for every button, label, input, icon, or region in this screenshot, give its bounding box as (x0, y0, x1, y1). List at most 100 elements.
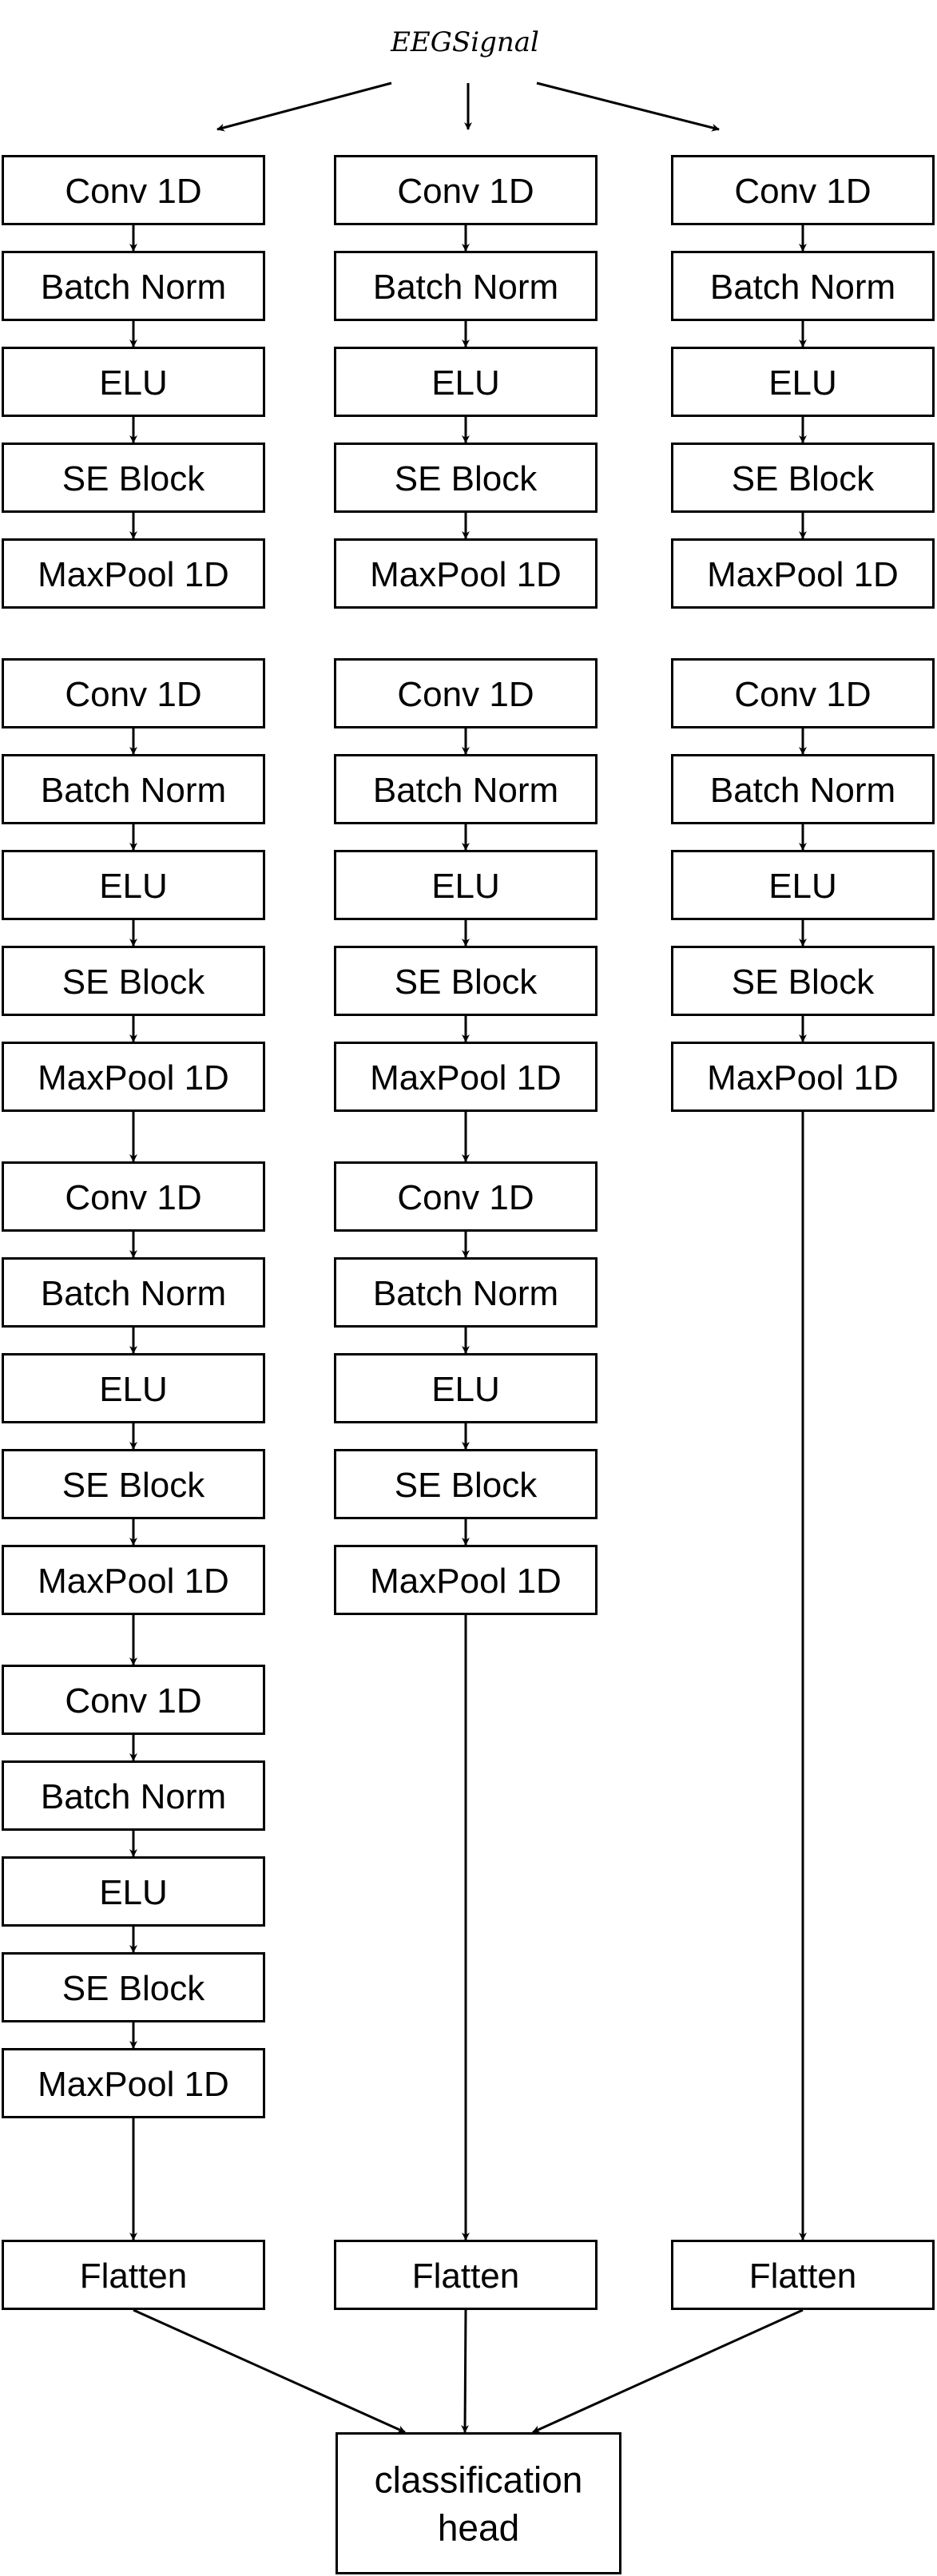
branch-2-block-3-se-block-label: SE Block (395, 1466, 538, 1505)
branch-3-block-2-se-block-rect (671, 946, 935, 1016)
branch-1-block-4-batch-norm-rect (2, 1760, 265, 1831)
branch-1-block-2-elu: ELU (2, 850, 265, 920)
branch-3-block-2-conv1d: Conv 1D (671, 658, 935, 728)
input-arrow-right (536, 81, 720, 132)
classification-head-label: classification (375, 2459, 583, 2501)
branch-1-block-4-elu-rect (2, 1856, 265, 1927)
branch-2-block-1-se-block: SE Block (334, 443, 598, 513)
branch-1-block-4-se-block-rect (2, 1952, 265, 2022)
branch-1-block-3-maxpool1d: MaxPool 1D (2, 1545, 265, 1615)
branch-1-block-1-conv1d: Conv 1D (2, 155, 265, 225)
branch-3-block-2-se-block-label: SE Block (732, 963, 875, 1002)
branch-2-block-3-batch-norm: Batch Norm (334, 1257, 598, 1328)
branch-3-block-1-conv1d: Conv 1D (671, 155, 935, 225)
branch-3-block-2-maxpool1d: MaxPool 1D (671, 1042, 935, 1112)
branch-2-block-3-se-block-rect (334, 1449, 598, 1519)
branch-2-block-1-elu: ELU (334, 347, 598, 417)
branch-2-block-1-se-block-rect (334, 443, 598, 513)
branch-3-block-2-maxpool1d-label: MaxPool 1D (707, 1058, 899, 1097)
branch-3-block-1-batch-norm-rect (671, 251, 935, 321)
branch-3-block-1-maxpool1d-label: MaxPool 1D (707, 555, 899, 594)
branch-1-block-1-conv1d-label: Conv 1D (65, 172, 201, 211)
branch-1-block-2-conv1d-rect (2, 658, 265, 728)
branch-3-block-1-conv1d-label: Conv 1D (734, 172, 871, 211)
branch-3-block-2-batch-norm: Batch Norm (671, 754, 935, 824)
branch-3-block-1-batch-norm-label: Batch Norm (710, 268, 895, 307)
branch-3-block-1-conv1d-rect (671, 155, 935, 225)
classification-head: classification head (335, 2432, 621, 2574)
branch-1-block-2-conv1d-label: Conv 1D (65, 675, 201, 714)
branch-2-block-3-se-block: SE Block (334, 1449, 598, 1519)
branch-1-block-3-elu-rect (2, 1353, 265, 1423)
branch-1-flatten: Flatten (2, 2240, 265, 2310)
branch-1-block-2-maxpool1d: MaxPool 1D (2, 1042, 265, 1112)
branch-1-block-2-se-block: SE Block (2, 946, 265, 1016)
flatten-to-head-arrow-left (133, 2308, 406, 2434)
branch-3-block-2-conv1d-rect (671, 658, 935, 728)
branch-1-block-1-batch-norm: Batch Norm (2, 251, 265, 321)
branch-1-block-1-maxpool1d-label: MaxPool 1D (38, 555, 229, 594)
branch-1-block-2-conv1d: Conv 1D (2, 658, 265, 728)
branch-1-block-1-conv1d-rect (2, 155, 265, 225)
branch-3-block-2-elu-rect (671, 850, 935, 920)
branch-1-block-2-maxpool1d-rect (2, 1042, 265, 1112)
branch-2-block-2-conv1d-rect (334, 658, 598, 728)
branch-3-block-2-batch-norm-label: Batch Norm (710, 771, 895, 810)
branch-1-block-4-batch-norm-label: Batch Norm (41, 1777, 226, 1816)
branch-1-block-4-conv1d: Conv 1D (2, 1665, 265, 1735)
branch-3-block-1-maxpool1d-rect (671, 538, 935, 609)
branch-1-block-3-maxpool1d-rect (2, 1545, 265, 1615)
branch-2-block-2-elu: ELU (334, 850, 598, 920)
branch-2-block-2-se-block: SE Block (334, 946, 598, 1016)
classification-head-label: head (438, 2507, 519, 2548)
branch-2-block-2-conv1d: Conv 1D (334, 658, 598, 728)
branch-3-block-1-se-block-rect (671, 443, 935, 513)
branch-2-block-3-elu-label: ELU (431, 1370, 500, 1409)
branch-2-block-2-maxpool1d-rect (334, 1042, 598, 1112)
branch-1-block-3-se-block: SE Block (2, 1449, 265, 1519)
branch-2-block-1-conv1d-rect (334, 155, 598, 225)
branch-1-block-4-elu-label: ELU (99, 1873, 168, 1912)
branch-2-block-2-batch-norm-label: Batch Norm (373, 771, 558, 810)
branch-3-block-1-se-block: SE Block (671, 443, 935, 513)
branch-2-block-3-maxpool1d: MaxPool 1D (334, 1545, 598, 1615)
branch-2-block-2-elu-rect (334, 850, 598, 920)
branch-1-block-2-maxpool1d-label: MaxPool 1D (38, 1058, 229, 1097)
branch-2-block-1-conv1d: Conv 1D (334, 155, 598, 225)
branch-1-block-4-conv1d-rect (2, 1665, 265, 1735)
branch-2-block-3-conv1d: Conv 1D (334, 1161, 598, 1232)
classification-head-rect (335, 2432, 621, 2574)
branch-3-block-1-batch-norm: Batch Norm (671, 251, 935, 321)
branch-2-flatten-rect (334, 2240, 598, 2310)
branch-3-block-2-se-block: SE Block (671, 946, 935, 1016)
branch-2-block-2-maxpool1d: MaxPool 1D (334, 1042, 598, 1112)
branch-2-block-1-conv1d-label: Conv 1D (397, 172, 534, 211)
branch-1-block-1-se-block-rect (2, 443, 265, 513)
branch-2-block-3-maxpool1d-rect (334, 1545, 598, 1615)
branch-1-block-3-conv1d-label: Conv 1D (65, 1178, 201, 1217)
branch-2-block-3-batch-norm-label: Batch Norm (373, 1274, 558, 1313)
branch-2-block-2-batch-norm: Batch Norm (334, 754, 598, 824)
branch-1-block-4-maxpool1d-rect (2, 2048, 265, 2118)
branch-1-block-4-batch-norm: Batch Norm (2, 1760, 265, 1831)
branch-2-block-2-batch-norm-rect (334, 754, 598, 824)
branch-3-block-2-elu: ELU (671, 850, 935, 920)
branch-3-block-1-maxpool1d: MaxPool 1D (671, 538, 935, 609)
branch-1-block-2-se-block-label: SE Block (62, 963, 206, 1002)
branch-1-block-3-se-block-label: SE Block (62, 1466, 206, 1505)
branch-2-block-1-elu-label: ELU (431, 363, 500, 403)
branch-3-block-1-se-block-label: SE Block (732, 459, 875, 498)
branch-2-block-1-se-block-label: SE Block (395, 459, 538, 498)
branch-1-block-4-se-block: SE Block (2, 1952, 265, 2022)
branch-2-block-3-conv1d-rect (334, 1161, 598, 1232)
diagram-edges (129, 81, 807, 2434)
branch-3-block-2-conv1d-label: Conv 1D (734, 675, 871, 714)
branch-2-block-1-maxpool1d-label: MaxPool 1D (370, 555, 562, 594)
branch-3-block-1-elu-label: ELU (768, 363, 837, 403)
branch-1-block-4-se-block-label: SE Block (62, 1969, 206, 2008)
branch-2-block-3-elu: ELU (334, 1353, 598, 1423)
branch-1-block-3-batch-norm-rect (2, 1257, 265, 1328)
branch-1-flatten-rect (2, 2240, 265, 2310)
branch-1-block-1-batch-norm-rect (2, 251, 265, 321)
branch-1-block-2-batch-norm-label: Batch Norm (41, 771, 226, 810)
